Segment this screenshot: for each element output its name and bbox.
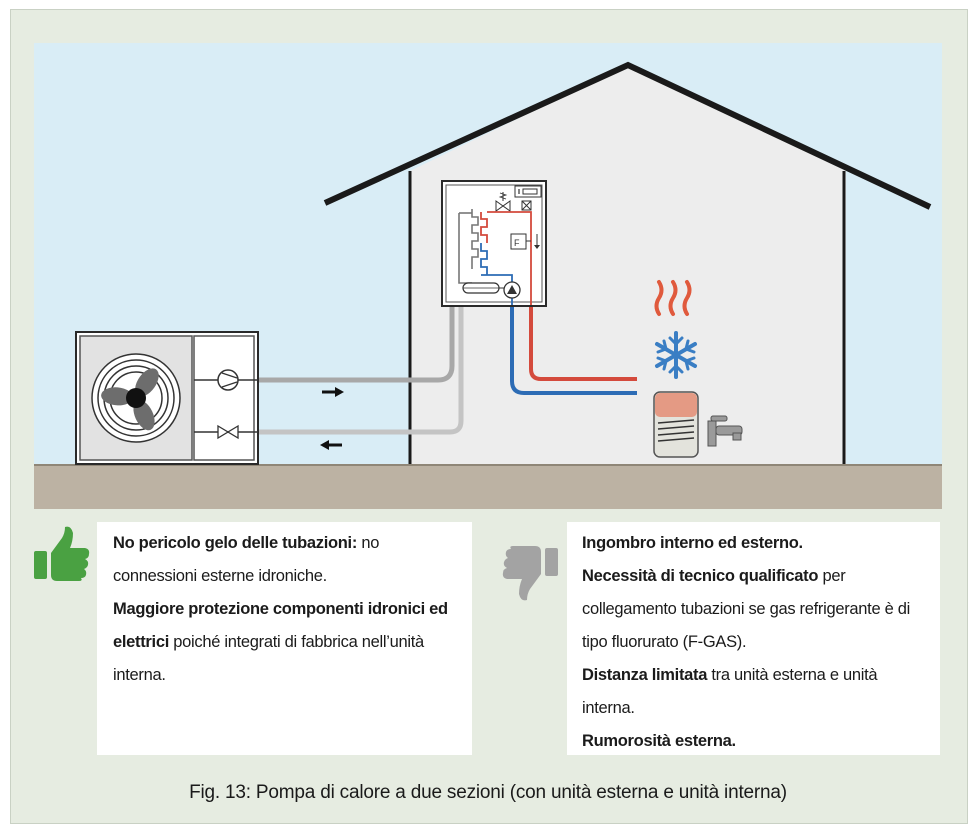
outdoor-unit <box>75 331 259 465</box>
pros-panel: No pericolo gelo delle tubazioni: no con… <box>97 522 472 755</box>
cons-panel: Ingombro interno ed esterno. Necessità d… <box>567 522 940 755</box>
pros-item: Maggiore protezione componenti idronici … <box>113 600 448 684</box>
heating-waves-icon <box>654 280 692 316</box>
flow-arrow-left-icon <box>320 440 342 450</box>
figure-caption: Fig. 13: Pompa di calore a due sezioni (… <box>189 782 787 803</box>
ground <box>34 464 942 509</box>
snowflake-icon <box>655 331 697 379</box>
cons-item: Distanza limitata tra unità esterna e un… <box>582 666 878 717</box>
house-roof <box>323 61 932 210</box>
pros-item: No pericolo gelo delle tubazioni: no con… <box>113 534 380 585</box>
house-wall <box>410 65 846 467</box>
hot-water-tank <box>653 391 699 458</box>
compressor-icon <box>194 369 258 391</box>
flow-arrow-right-icon <box>322 387 344 397</box>
indoor-unit: F <box>441 180 547 307</box>
faucet-icon <box>707 415 743 447</box>
thumbs-up-icon <box>34 526 90 581</box>
cons-item: Rumorosità esterna. <box>582 732 736 750</box>
expansion-valve-icon <box>194 424 258 440</box>
thumbs-down-icon <box>502 546 558 601</box>
hot-water-pipe <box>529 305 637 381</box>
fan-icon <box>101 368 159 431</box>
heat-pump-diagram: F <box>34 43 942 509</box>
cons-item: Necessità di tecnico qualificato per col… <box>582 567 911 651</box>
cold-water-pipe <box>510 305 637 395</box>
refrigerant-pipe-lower <box>258 306 464 435</box>
cons-item: Ingombro interno ed esterno. <box>582 534 803 552</box>
refrigerant-pipe-upper <box>258 306 455 383</box>
indoor-unit-label: F <box>514 238 520 248</box>
